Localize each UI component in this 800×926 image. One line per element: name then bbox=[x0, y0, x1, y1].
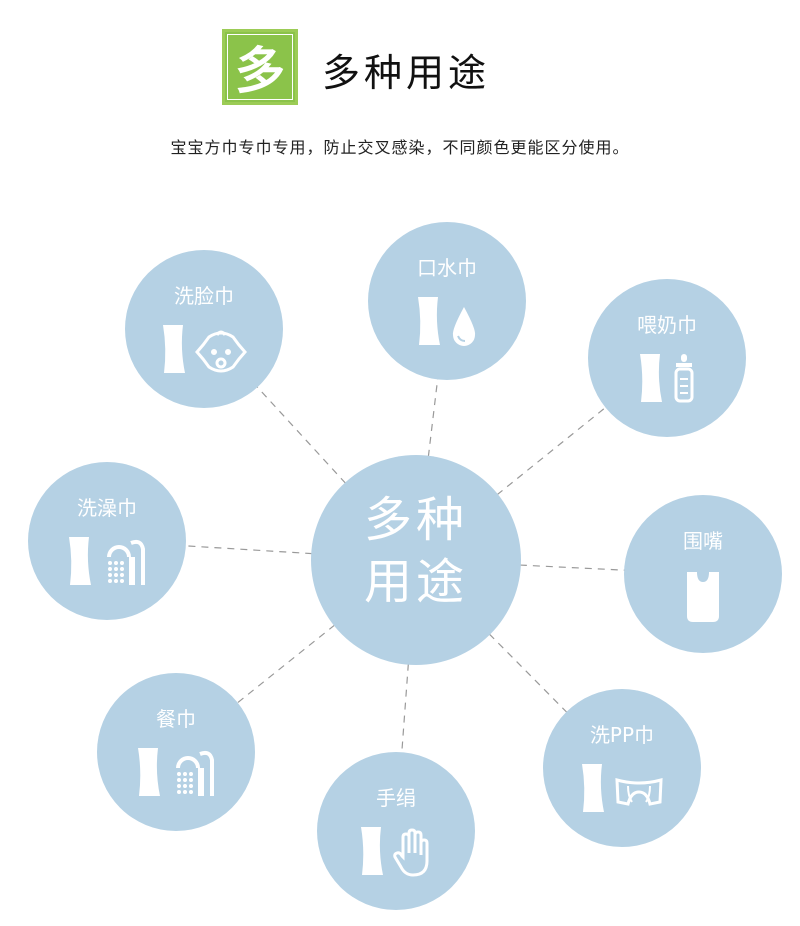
use-feeding: 喂奶巾 bbox=[588, 279, 746, 437]
bib-icon bbox=[687, 568, 719, 622]
center-line2: 用途 bbox=[363, 554, 468, 610]
subtitle: 宝宝方巾专巾专用，防止交叉感染，不同颜色更能区分使用。 bbox=[170, 138, 630, 157]
use-bib: 围嘴 bbox=[624, 495, 782, 653]
water-drop-icon bbox=[452, 307, 476, 346]
use-label: 喂奶巾 bbox=[637, 313, 697, 337]
baby-bottle-icon bbox=[674, 354, 694, 403]
towel-icon bbox=[138, 748, 160, 796]
shower-icon bbox=[176, 750, 214, 796]
hand-icon bbox=[393, 828, 429, 877]
baby-face-icon bbox=[195, 330, 247, 373]
use-label: 围嘴 bbox=[683, 529, 723, 553]
towel-icon bbox=[361, 827, 383, 875]
towel-icon bbox=[582, 764, 604, 812]
use-wash-face: 洗脸巾 bbox=[125, 250, 283, 408]
shower-icon bbox=[107, 539, 145, 585]
towel-icon bbox=[640, 354, 662, 402]
center-circle: 多种用途 bbox=[311, 455, 521, 665]
use-label: 洗PP巾 bbox=[589, 723, 655, 747]
use-label: 洗澡巾 bbox=[77, 496, 137, 520]
connector bbox=[415, 559, 623, 769]
use-bath: 洗澡巾 bbox=[28, 462, 186, 620]
use-label: 手绢 bbox=[376, 786, 416, 810]
towel-icon bbox=[163, 325, 185, 373]
use-label: 餐巾 bbox=[156, 707, 196, 731]
page-title: 多种用途 bbox=[322, 51, 491, 95]
underpants-icon bbox=[615, 778, 663, 806]
use-handkerchief: 手绢 bbox=[317, 752, 475, 910]
towel-icon bbox=[418, 297, 440, 345]
use-label: 洗脸巾 bbox=[174, 284, 234, 308]
use-label: 口水巾 bbox=[417, 256, 477, 280]
badge-icon: 多 bbox=[222, 29, 298, 105]
badge-char: 多 bbox=[235, 42, 285, 100]
use-napkin: 餐巾 bbox=[97, 673, 255, 831]
towel-icon bbox=[69, 537, 91, 585]
center-line1: 多种 bbox=[363, 492, 468, 548]
use-drool: 口水巾 bbox=[368, 222, 526, 380]
use-bottom-wipe: 洗PP巾 bbox=[543, 689, 701, 847]
